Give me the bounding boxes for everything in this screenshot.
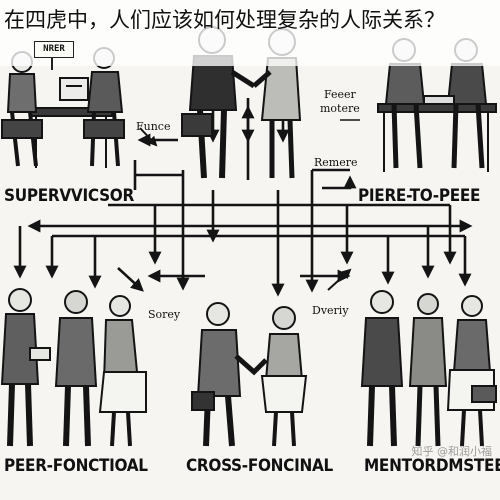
label-supervisor: SUPERVVICSOR <box>4 186 134 206</box>
page-title: 在四虎中，人们应该如何处理复杂的人际关系？ <box>4 8 445 32</box>
title-backdrop <box>0 0 500 66</box>
label-overiy: Dveriy <box>312 304 349 317</box>
connector-arrows <box>13 98 473 297</box>
sign-pole <box>51 58 53 70</box>
connector-lines <box>52 119 465 238</box>
watermark: 知乎 @和润小福 <box>411 445 493 458</box>
label-mentorship: MENTORDMSTEE <box>364 456 500 476</box>
handshake-bottom <box>191 302 308 447</box>
label-peer-functional: PEER-FONCTIOAL <box>4 456 148 476</box>
label-sorey: Sorey <box>148 308 181 321</box>
office-meeting-left <box>1 47 125 168</box>
label-peer-to-peer: PIERE-TO-PEEE <box>358 186 481 206</box>
mentor-group-right <box>360 290 497 447</box>
label-remere: Remere <box>314 156 358 169</box>
label-feeer-motere: Feeer motere <box>320 88 360 115</box>
office-sign: NRER <box>34 41 74 58</box>
peer-group-left <box>0 288 147 447</box>
label-cross-functional: CROSS-FONCINAL <box>186 456 333 476</box>
label-funce: Funce <box>136 120 171 133</box>
